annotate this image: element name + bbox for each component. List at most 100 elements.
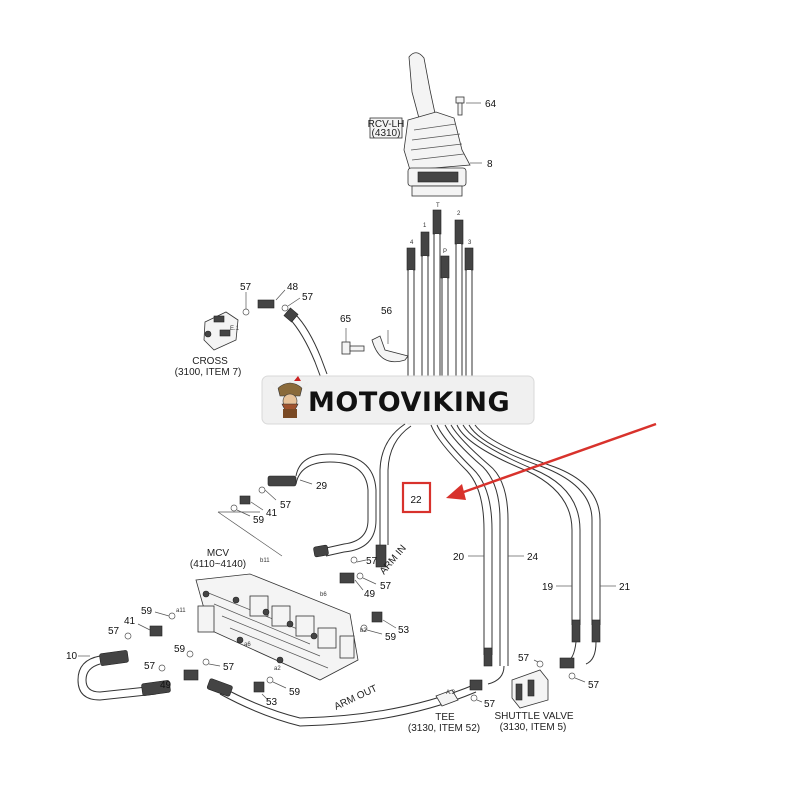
- rcv-lh-joystick: [403, 52, 482, 197]
- port-b6: b6: [320, 592, 327, 598]
- port-1: 1: [423, 223, 427, 229]
- callout-57i: 57: [484, 699, 496, 710]
- shuttle-name: SHUTTLE VALVE: [494, 711, 573, 722]
- rcv-ref: (4310): [372, 128, 401, 139]
- callout-8: 8: [487, 159, 493, 170]
- plug-53a: [371, 611, 383, 623]
- callout-64: 64: [485, 99, 497, 110]
- fitting-41a: [239, 495, 251, 505]
- o-ring-57f: [124, 632, 132, 640]
- o-ring-57d: [350, 556, 358, 564]
- viking-logo-icon: [271, 376, 309, 418]
- cross-ref: (3100, ITEM 7): [175, 367, 242, 378]
- mcv-name: MCV: [207, 548, 230, 559]
- callout-59c: 59: [385, 632, 397, 643]
- callout-19: 19: [542, 582, 554, 593]
- callout-57j: 57: [518, 653, 530, 664]
- callout-10: 10: [66, 651, 78, 662]
- fitting-49a: [339, 572, 355, 584]
- callout-53a: 53: [398, 625, 410, 636]
- hose-29: [267, 453, 377, 558]
- callout-41a: 41: [266, 508, 278, 519]
- hose-arm-out: [206, 678, 477, 727]
- port-a3: A.3: [446, 690, 456, 696]
- o-ring-59e: [266, 676, 274, 684]
- rcv-label-box: [369, 117, 403, 139]
- port-b11: b11: [260, 558, 270, 564]
- callout-48: 48: [287, 282, 299, 293]
- hose-20-24: [430, 424, 509, 666]
- port-a11: a11: [176, 608, 186, 614]
- o-ring-57c: [258, 486, 266, 494]
- o-ring-57k: [568, 672, 576, 680]
- shuttle-valve: [511, 657, 575, 709]
- mcv-valve-block: [195, 573, 359, 681]
- bolt-64: [455, 96, 481, 116]
- hose-22: [379, 423, 412, 545]
- arm-out-label: ARM OUT: [333, 683, 379, 712]
- port-a2: a2: [274, 666, 281, 672]
- callout-57f: 57: [108, 626, 120, 637]
- watermark-box: [261, 375, 535, 425]
- plug-53b: [253, 681, 265, 693]
- o-ring-59a: [230, 504, 238, 512]
- callout-57a: 57: [240, 282, 252, 293]
- callout-59a: 59: [253, 515, 265, 526]
- clamp-56: [371, 330, 409, 363]
- callout-57g: 57: [144, 661, 156, 672]
- highlight-box: [401, 481, 432, 514]
- o-ring-57e: [356, 572, 364, 580]
- callout-29: 29: [316, 481, 328, 492]
- fitting-49b: [183, 669, 199, 681]
- callout-56: 56: [381, 306, 393, 317]
- o-ring-57b: [281, 304, 289, 312]
- callout-57k: 57: [588, 680, 600, 691]
- o-ring-59c: [360, 624, 368, 632]
- callout-24: 24: [527, 552, 539, 563]
- callout-57c: 57: [280, 500, 292, 511]
- o-ring-57h: [202, 658, 210, 666]
- watermark-text: MOTOVIKING: [308, 387, 510, 418]
- port-e1: E.1: [230, 326, 240, 332]
- callout-57e: 57: [380, 581, 392, 592]
- callout-22: 22: [410, 495, 422, 506]
- hose-10: [77, 650, 171, 701]
- callout-59d: 59: [174, 644, 186, 655]
- callout-59e: 59: [289, 687, 301, 698]
- arm-in-fitting: [375, 544, 387, 568]
- rcv-name: RCV-LH: [368, 119, 405, 130]
- mcv-ref: (4110~4140): [190, 559, 246, 570]
- hose-19-21: [456, 423, 601, 625]
- o-ring-59d: [186, 650, 194, 658]
- cross-name: CROSS: [192, 356, 228, 367]
- fitting-41b: [149, 625, 163, 637]
- port-p: P: [443, 249, 447, 255]
- callout-59b: 59: [141, 606, 153, 617]
- callout-49b: 49: [160, 680, 172, 691]
- o-ring-57a: [242, 308, 250, 316]
- o-ring-59b: [168, 612, 176, 620]
- tee-ref: (3130, ITEM 52): [408, 723, 480, 734]
- cross-fitting: [203, 311, 239, 351]
- port-4: 4: [410, 240, 414, 246]
- o-ring-57g: [158, 664, 166, 672]
- callout-20: 20: [453, 552, 465, 563]
- rcv-fittings: [406, 209, 474, 279]
- port-3: 3: [468, 240, 472, 246]
- port-2: 2: [457, 211, 461, 217]
- o-ring-57j: [536, 660, 544, 668]
- port-t: T: [436, 203, 440, 209]
- callout-21: 21: [619, 582, 631, 593]
- callout-57d: 57: [366, 556, 378, 567]
- tee-fitting: [435, 679, 483, 707]
- bolt-65: [341, 328, 365, 355]
- elbow-48: [257, 289, 286, 309]
- callout-53b: 53: [266, 697, 278, 708]
- red-arrow: [446, 422, 657, 500]
- callout-49a: 49: [364, 589, 376, 600]
- callout-57h: 57: [223, 662, 235, 673]
- callout-57b: 57: [302, 292, 314, 303]
- callout-41b: 41: [124, 616, 136, 627]
- callout-65: 65: [340, 314, 352, 325]
